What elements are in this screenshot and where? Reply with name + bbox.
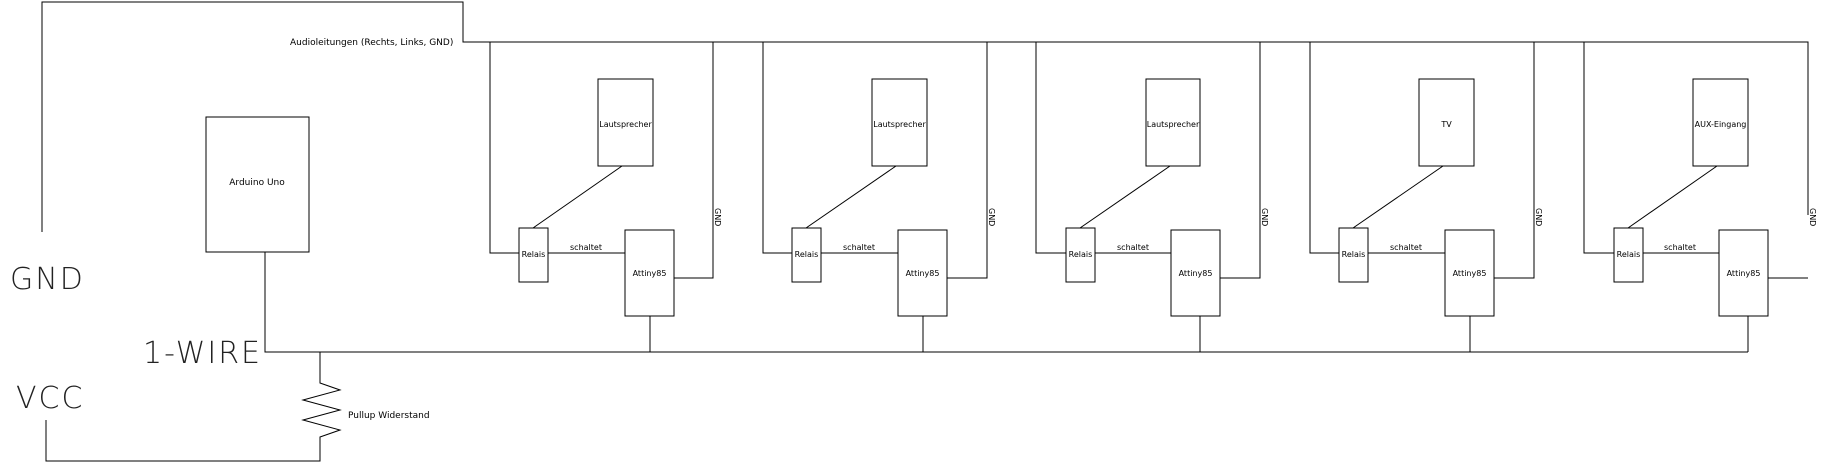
module-3: Lautsprecher Relais schaltet Attiny85 GN… [1035, 42, 1269, 352]
device-box [871, 78, 928, 167]
one-wire-bus [264, 252, 1748, 353]
audio-drop-wire [489, 42, 519, 254]
switch-label: schaltet [1390, 243, 1422, 252]
device-label: Lautsprecher [1147, 120, 1200, 129]
device-label: Lautsprecher [873, 120, 926, 129]
relay-box [1338, 227, 1369, 283]
gnd-wire-label: GND [1260, 208, 1269, 226]
arduino-box [205, 116, 310, 253]
relay-label: Relais [1069, 250, 1093, 259]
device-label: AUX-Eingang [1695, 120, 1747, 129]
controller-label: Attiny85 [633, 269, 667, 278]
vcc-label: VCC [16, 381, 84, 416]
device-box [597, 78, 654, 167]
relay-box [1613, 227, 1644, 283]
module-2: Lautsprecher Relais schaltet Attiny85 GN… [762, 42, 996, 352]
controller-label: Attiny85 [1727, 269, 1761, 278]
controller-label: Attiny85 [906, 269, 940, 278]
relay-label: Relais [1342, 250, 1366, 259]
relay-label: Relais [1617, 250, 1641, 259]
controller-gnd-wire [1494, 42, 1535, 279]
controller-label: Attiny85 [1179, 269, 1213, 278]
pullup-resistor [45, 352, 342, 462]
controller-box [1170, 229, 1221, 317]
switch-label: schaltet [843, 243, 875, 252]
gnd-label: GND [10, 262, 85, 297]
relay-label: Relais [522, 250, 546, 259]
device-box [1418, 78, 1475, 167]
switch-label: schaltet [570, 243, 602, 252]
controller-gnd-wire [674, 42, 714, 279]
pullup-label: Pullup Widerstand [348, 411, 430, 421]
relay-box [518, 227, 549, 283]
module-5: AUX-Eingang Relais schaltet Attiny85 GND [1583, 42, 1817, 352]
gnd-wire [41, 1, 1809, 232]
device-relay-link [1627, 165, 1718, 229]
audio-drop-wire [1309, 42, 1339, 254]
gnd-wire-label: GND [713, 208, 722, 226]
relay-box [791, 227, 822, 283]
switch-label: schaltet [1664, 243, 1696, 252]
controller-box [1444, 229, 1495, 317]
controller-box [1718, 229, 1769, 317]
one-wire-label: 1-WIRE [143, 336, 262, 371]
device-label: Lautsprecher [599, 120, 652, 129]
controller-label: Attiny85 [1453, 269, 1487, 278]
switch-label: schaltet [1117, 243, 1149, 252]
controller-box [897, 229, 948, 317]
gnd-wire-label: GND [1534, 208, 1543, 226]
gnd-wire-label: GND [987, 208, 996, 226]
controller-gnd-wire [947, 42, 988, 279]
device-relay-link [805, 165, 897, 229]
module-1: Lautsprecher Relais schaltet Attiny85 GN… [489, 42, 722, 352]
relay-label: Relais [795, 250, 819, 259]
audio-lines-label: Audioleitungen (Rechts, Links, GND) [290, 38, 453, 48]
controller-gnd-wire [1220, 42, 1261, 279]
gnd-wire-label: GND [1808, 208, 1817, 226]
relay-box [1065, 227, 1096, 283]
device-box [1692, 78, 1749, 167]
module-4: TV Relais schaltet Attiny85 GND [1309, 42, 1543, 352]
arduino-label: Arduino Uno [229, 178, 285, 188]
controller-box [624, 229, 675, 317]
audio-drop-wire [1583, 42, 1614, 254]
device-label: TV [1440, 120, 1452, 129]
device-relay-link [1079, 165, 1171, 229]
device-box [1145, 78, 1201, 167]
audio-drop-wire [762, 42, 792, 254]
device-relay-link [532, 165, 623, 229]
device-relay-link [1352, 165, 1444, 229]
audio-drop-wire [1035, 42, 1066, 254]
